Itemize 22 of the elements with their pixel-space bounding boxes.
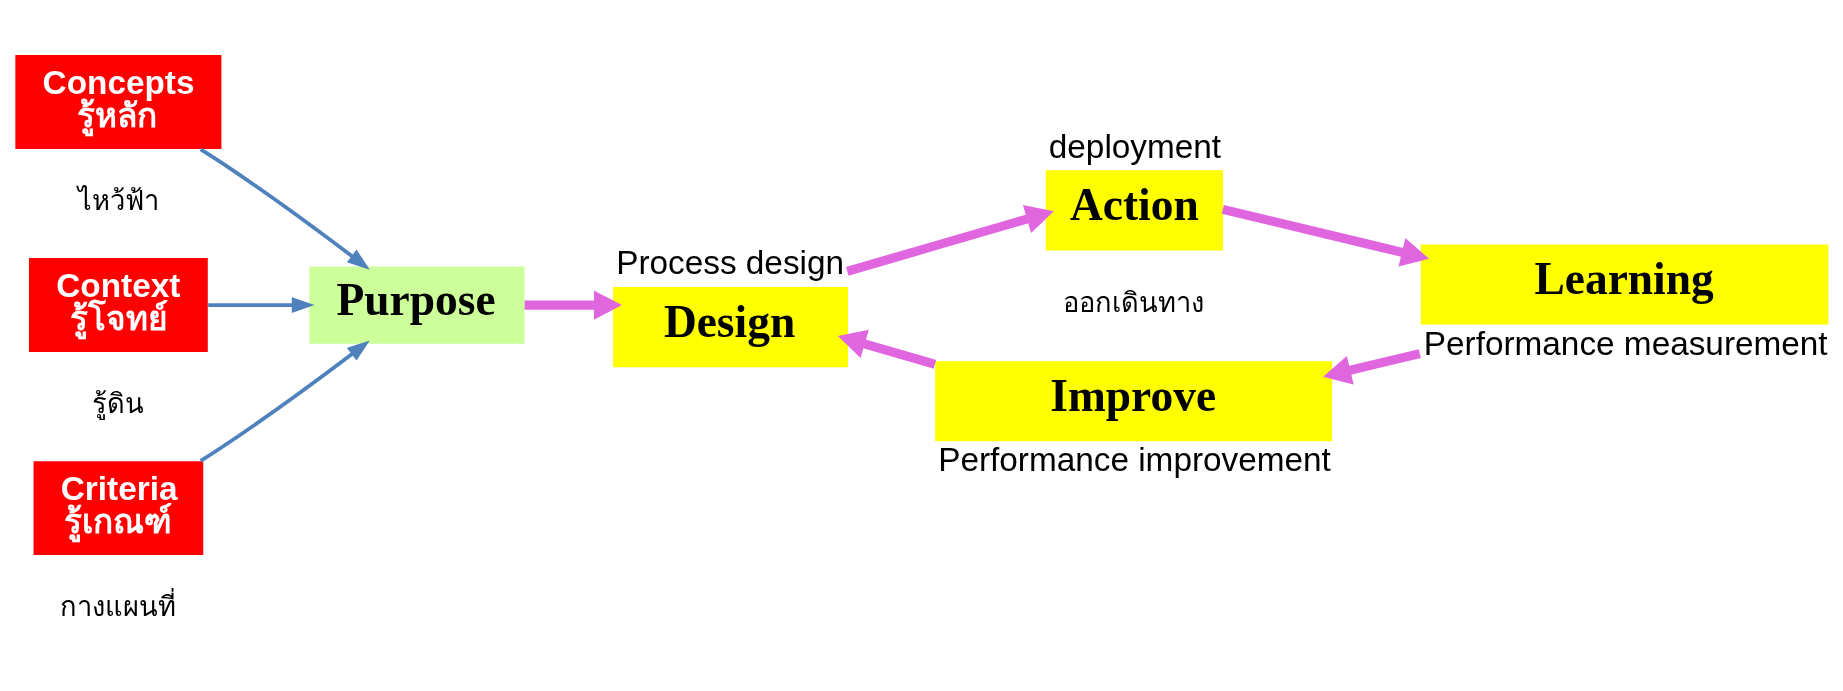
node-box: Design xyxy=(613,286,848,367)
node-label: Performance measurement xyxy=(1423,323,1828,361)
node-box: Concepts รู้หลัก xyxy=(15,54,222,149)
node-box: Context รู้โจทย์ xyxy=(29,257,208,352)
arrow xyxy=(199,147,370,270)
label: กางแผนที่ xyxy=(60,590,177,622)
arrow xyxy=(524,289,622,320)
label: รู้ดิน xyxy=(92,387,145,419)
label: ออกเดินทาง xyxy=(1063,286,1205,318)
node-box: Criteria รู้เกณฑ์ xyxy=(33,460,204,555)
node-box: Action xyxy=(1045,169,1224,251)
arrow xyxy=(208,296,315,313)
label: ไหว้ฟ้า xyxy=(77,184,159,216)
arrow xyxy=(1221,204,1430,267)
node-label: deployment xyxy=(1048,127,1222,164)
arrow xyxy=(837,329,937,369)
node-label: Process design xyxy=(616,243,845,281)
node-box: Purpose xyxy=(309,265,525,344)
node-label: Performance improvement xyxy=(938,440,1331,478)
arrow xyxy=(199,339,370,462)
arrow xyxy=(845,204,1054,276)
arrow xyxy=(1323,348,1421,384)
